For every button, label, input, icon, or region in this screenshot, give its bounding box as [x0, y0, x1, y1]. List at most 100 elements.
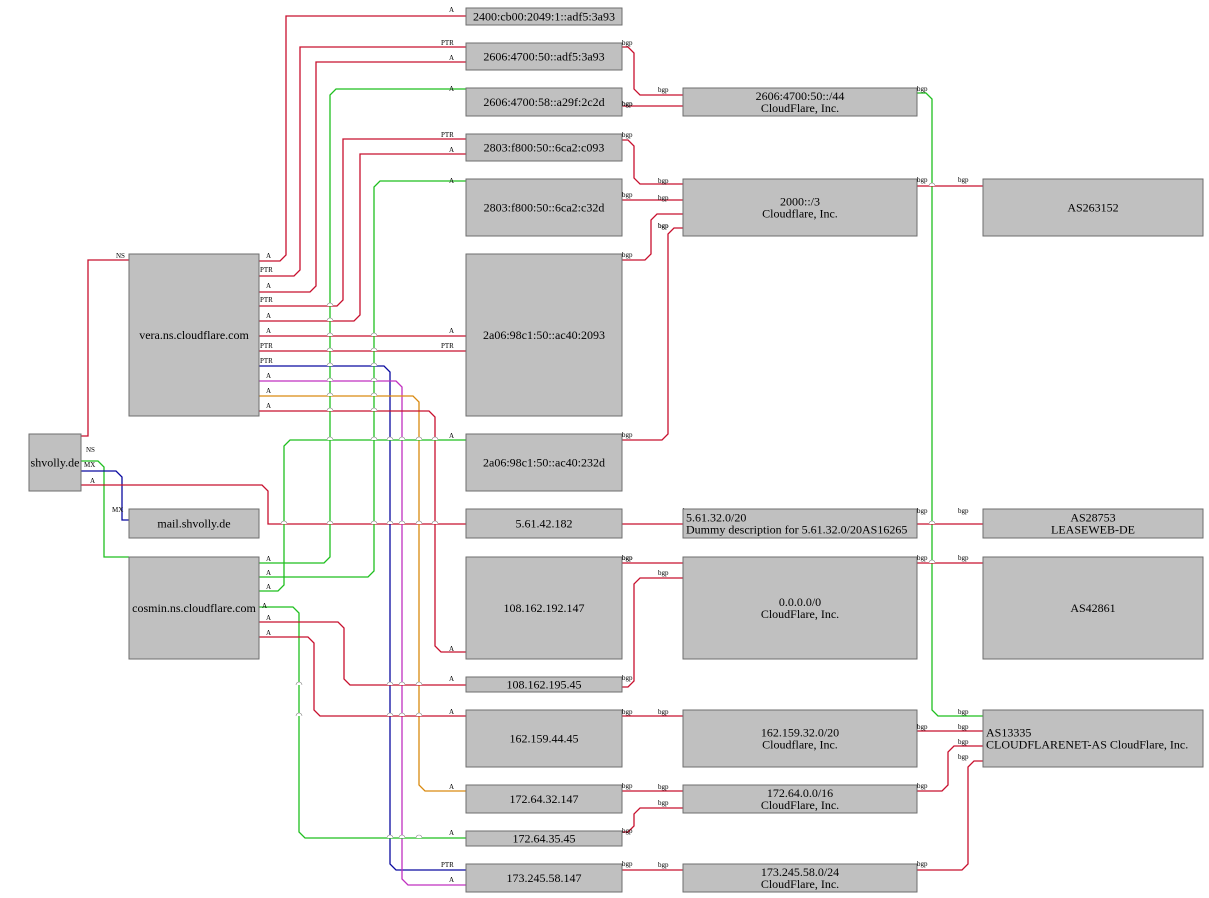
node-label: 2400:cb00:2049:1::adf5:3a93 [473, 10, 615, 24]
node-box[interactable] [465, 830, 623, 847]
node-box[interactable] [682, 709, 918, 768]
edge-crossing-hop [928, 559, 936, 564]
edge-line [259, 46, 466, 277]
edge-crossing-hop [370, 377, 378, 382]
edge-crossing-hop [326, 362, 334, 367]
node-label: Dummy description for 5.61.32.0/20AS1626… [686, 523, 907, 537]
node-box[interactable] [465, 87, 623, 117]
node-box[interactable] [28, 433, 82, 492]
node-ip-2803-32d[interactable]: 2803:f800:50::6ca2:c32d [465, 178, 623, 237]
node-ip-5-61[interactable]: 5.61.42.182 [465, 508, 623, 539]
node-as263152[interactable]: AS263152 [982, 178, 1204, 237]
node-label: 5.61.32.0/20 [686, 511, 746, 525]
node-box[interactable] [682, 508, 918, 539]
node-label: 0.0.0.0/0 [779, 595, 821, 609]
edge-label: A [266, 569, 271, 577]
edge-label: bgp [917, 554, 928, 562]
edge-label: bgp [622, 554, 633, 562]
edge-line [622, 139, 683, 185]
node-box[interactable] [465, 133, 623, 162]
edge-label: bgp [622, 860, 633, 868]
node-box[interactable] [982, 178, 1204, 237]
node-box[interactable] [465, 709, 623, 768]
node-box[interactable] [465, 556, 623, 660]
node-box[interactable] [682, 863, 918, 893]
node-cosmin[interactable]: cosmin.ns.cloudflare.com [128, 556, 260, 660]
node-box[interactable] [682, 178, 918, 237]
edge-crossing-hop [326, 302, 334, 307]
node-box[interactable] [465, 253, 623, 417]
node-box[interactable] [128, 556, 260, 660]
node-ip-172-32[interactable]: 172.64.32.147 [465, 784, 623, 814]
node-box[interactable] [682, 87, 918, 117]
edge-head-label: bgp [958, 738, 969, 746]
node-box[interactable] [465, 784, 623, 814]
node-ip-172-35[interactable]: 172.64.35.45 [465, 830, 623, 847]
edge-head-label: bgp [658, 708, 669, 716]
edge-label: bgp [622, 674, 633, 682]
edge-head-label: A [449, 327, 454, 335]
node-box[interactable] [982, 508, 1204, 539]
edge-label: bgp [622, 39, 633, 47]
node-ip-2400[interactable]: 2400:cb00:2049:1::adf5:3a93 [465, 7, 623, 26]
node-mail[interactable]: mail.shvolly.de [128, 508, 260, 539]
node-ip-2803-093[interactable]: 2803:f800:50::6ca2:c093 [465, 133, 623, 162]
node-label: 162.159.44.45 [510, 732, 579, 746]
edge-crossing-hop [370, 332, 378, 337]
node-label: 172.64.0.0/16 [767, 786, 833, 800]
edge-label: A [266, 312, 271, 320]
node-box[interactable] [465, 42, 623, 71]
node-box[interactable] [465, 863, 623, 893]
edge-head-label: bgp [958, 507, 969, 515]
edge-crossing-hop [326, 377, 334, 382]
node-label: 172.64.35.45 [513, 832, 576, 846]
node-box[interactable] [465, 7, 623, 26]
edge-label: PTR [260, 296, 273, 304]
node-ip-2a06-232d[interactable]: 2a06:98c1:50::ac40:232d [465, 433, 623, 492]
node-box[interactable] [682, 556, 918, 660]
edge-vera-to-ip_2400: AA [259, 6, 466, 262]
edge-crossing-hop [326, 407, 334, 412]
node-ip-108-147[interactable]: 108.162.192.147 [465, 556, 623, 660]
edge-label: bgp [917, 860, 928, 868]
node-shvolly[interactable]: shvolly.de [28, 433, 82, 492]
node-box[interactable] [982, 556, 1204, 660]
node-ip-162[interactable]: 162.159.44.45 [465, 709, 623, 768]
edge-line [81, 484, 466, 525]
edge-crossing-hop [415, 520, 423, 525]
node-box[interactable] [465, 508, 623, 539]
node-box[interactable] [465, 433, 623, 492]
node-ip-173[interactable]: 173.245.58.147 [465, 863, 623, 893]
node-ip-2606-50[interactable]: 2606:4700:50::adf5:3a93 [465, 42, 623, 71]
node-box[interactable] [982, 709, 1204, 768]
node-box[interactable] [682, 784, 918, 814]
node-vera[interactable]: vera.ns.cloudflare.com [128, 253, 260, 417]
node-as42861[interactable]: AS42861 [982, 556, 1204, 660]
edge-label: PTR [260, 357, 273, 365]
node-box[interactable] [128, 253, 260, 417]
edge-crossing-hop [370, 407, 378, 412]
node-box[interactable] [465, 676, 623, 693]
node-ip-2606-58[interactable]: 2606:4700:58::a29f:2c2d [465, 87, 623, 117]
edge-crossing-hop [326, 317, 334, 322]
edge-crossing-hop [326, 347, 334, 352]
node-label: 172.64.32.147 [510, 792, 579, 806]
node-box[interactable] [128, 508, 260, 539]
node-box[interactable] [465, 178, 623, 237]
node-ip-108-45[interactable]: 108.162.195.45 [465, 676, 623, 693]
edge-crossing-hop [295, 681, 303, 686]
node-ip-2a06-2093[interactable]: 2a06:98c1:50::ac40:2093 [465, 253, 623, 417]
